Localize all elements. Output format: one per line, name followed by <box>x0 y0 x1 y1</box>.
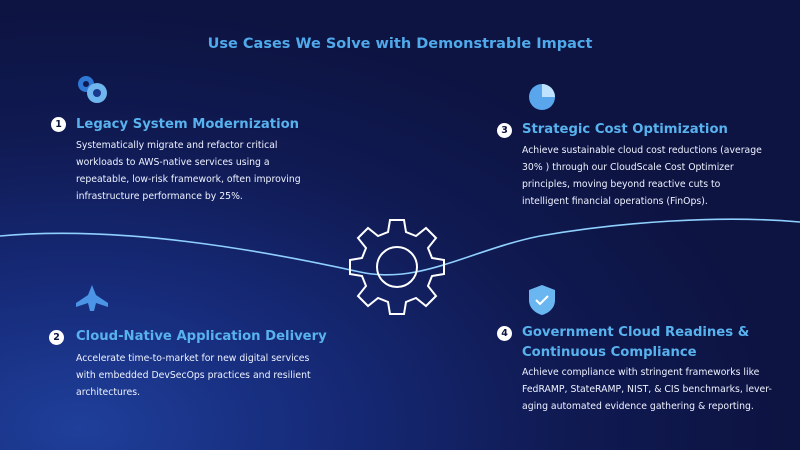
case-number-badge: 1 <box>51 117 66 132</box>
pie-chart-icon <box>526 80 558 116</box>
case-heading: Government Cloud Readines & Continuous C… <box>522 325 750 360</box>
case-number-badge: 3 <box>497 123 512 138</box>
wave-line <box>0 218 800 276</box>
shield-check-icon <box>527 283 557 321</box>
gears-icon <box>74 72 110 110</box>
case-number-badge: 2 <box>49 330 64 345</box>
case-heading: Legacy System Modernization <box>76 117 300 132</box>
case-heading: Cloud-Native Application Delivery <box>76 329 327 344</box>
case-heading: Strategic Cost Optimization <box>522 122 728 137</box>
gear-icon <box>349 219 445 315</box>
page-title: Use Cases We Solve with Demonstrable Imp… <box>207 36 593 52</box>
case-description: Systematically migrate and refactor crit… <box>76 140 301 202</box>
case-description: Accelerate time-to-market for new digita… <box>76 353 311 398</box>
airplane-icon <box>74 283 110 319</box>
case-description: Achieve sustainable cloud cost reduction… <box>522 145 762 207</box>
case-description: Achieve compliance with stringent framew… <box>522 367 772 412</box>
case-number-badge: 4 <box>497 326 512 341</box>
